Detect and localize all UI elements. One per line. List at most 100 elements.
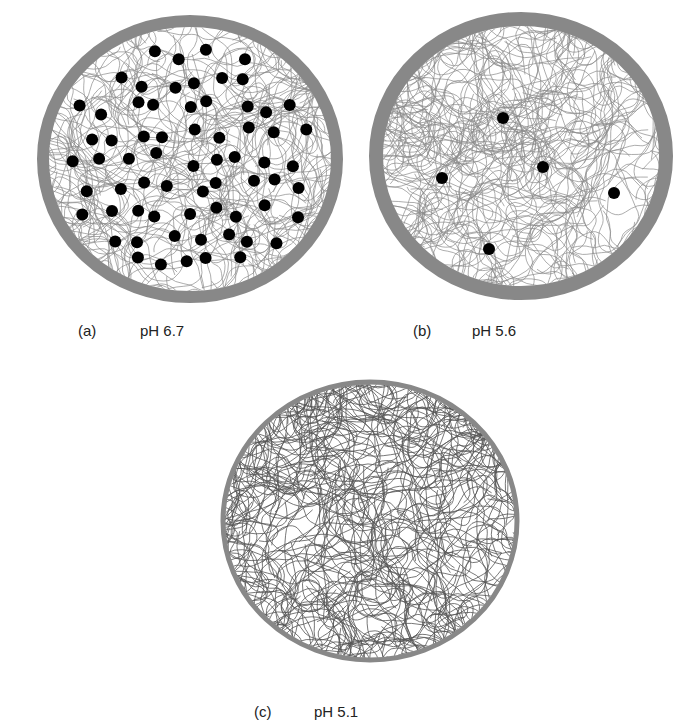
casein-strand: [365, 387, 476, 478]
calcium-phosphate-dot: [156, 131, 168, 143]
casein-strand: [353, 579, 435, 659]
calcium-phosphate-dot: [184, 208, 196, 220]
calcium-phosphate-dot: [241, 236, 253, 248]
casein-strand: [392, 23, 555, 143]
calcium-phosphate-dot: [258, 156, 270, 168]
casein-strand: [305, 487, 515, 582]
calcium-phosphate-dot: [200, 252, 212, 264]
casein-strand: [79, 194, 307, 254]
casein-strand: [485, 454, 527, 606]
casein-strand: [502, 211, 587, 281]
calcium-phosphate-dot: [181, 255, 193, 267]
calcium-phosphate-dot: [150, 147, 162, 159]
casein-strand: [157, 111, 318, 245]
casein-strand: [272, 526, 472, 642]
casein-network: [33, 11, 347, 303]
casein-strand: [37, 104, 206, 206]
calcium-phosphate-dot: [211, 154, 223, 166]
casein-strand: [360, 404, 492, 615]
calcium-phosphate-dot: [269, 174, 281, 186]
calcium-phosphate-dot: [229, 151, 241, 163]
panel-letter: (b): [413, 322, 431, 340]
casein-strand: [476, 184, 602, 273]
calcium-phosphate-dot: [86, 134, 98, 146]
calcium-phosphate-dot: [189, 124, 201, 136]
calcium-phosphate-dot: [237, 73, 249, 85]
ph-label: pH 5.6: [472, 322, 516, 340]
calcium-phosphate-dot: [234, 251, 246, 263]
casein-strand: [76, 97, 130, 261]
casein-strand: [426, 537, 501, 654]
casein-strand: [142, 201, 246, 298]
casein-strand: [376, 97, 603, 189]
calcium-phosphate-dot: [155, 258, 167, 270]
calcium-phosphate-dot: [147, 99, 159, 111]
casein-strand: [235, 386, 398, 506]
calcium-phosphate-dot: [537, 161, 549, 173]
casein-strand: [256, 416, 350, 491]
casein-strand: [41, 118, 230, 224]
calcium-phosphate-dot: [67, 155, 79, 167]
calcium-phosphate-dot: [197, 185, 209, 197]
calcium-phosphate-dot: [148, 210, 160, 222]
casein-network: [207, 365, 527, 668]
casein-strand: [194, 108, 346, 192]
calcium-phosphate-dot: [242, 100, 254, 112]
calcium-phosphate-dot: [608, 187, 620, 199]
casein-strand: [471, 113, 557, 256]
casein-strand: [263, 376, 394, 563]
calcium-phosphate-dot: [293, 182, 305, 194]
calcium-phosphate-dot: [287, 160, 299, 172]
casein-strand: [65, 63, 233, 210]
calcium-phosphate-dots: [436, 112, 620, 255]
calcium-phosphate-dot: [116, 72, 128, 84]
casein-strand: [335, 494, 411, 665]
calcium-phosphate-dot: [109, 235, 121, 247]
calcium-phosphate-dot: [169, 230, 181, 242]
calcium-phosphate-dot: [271, 237, 283, 249]
casein-strand: [447, 155, 562, 283]
calcium-phosphate-dot: [106, 134, 118, 146]
calcium-phosphate-dot: [115, 183, 127, 195]
calcium-phosphate-dot: [132, 251, 144, 263]
calcium-phosphate-dot: [300, 123, 312, 135]
casein-strand: [414, 391, 521, 508]
casein-strand: [376, 28, 573, 182]
casein-strand: [521, 24, 622, 106]
casein-strand: [228, 460, 441, 519]
casein-strand: [145, 154, 324, 242]
casein-strand: [475, 426, 527, 554]
calcium-phosphate-dot: [76, 209, 88, 221]
calcium-phosphate-dot: [436, 172, 448, 184]
casein-strand: [233, 111, 308, 250]
casein-strand: [580, 58, 639, 210]
calcium-phosphate-dot: [239, 53, 251, 65]
casein-strand: [338, 514, 519, 599]
calcium-phosphate-dot: [200, 95, 212, 107]
panel-letter: (a): [78, 322, 96, 340]
calcium-phosphate-dot: [210, 202, 222, 214]
calcium-phosphate-dot: [138, 176, 150, 188]
calcium-phosphate-dot: [187, 160, 199, 172]
casein-strand: [376, 426, 497, 560]
calcium-phosphate-dot: [195, 234, 207, 246]
casein-strand: [477, 17, 573, 119]
calcium-phosphate-dot: [216, 72, 228, 84]
calcium-phosphate-dot: [95, 109, 107, 121]
casein-strand: [278, 499, 472, 578]
casein-strand: [51, 168, 137, 261]
casein-strand: [45, 104, 201, 186]
calcium-phosphate-dots: [67, 44, 313, 271]
calcium-phosphate-dot: [170, 82, 182, 94]
casein-strand: [243, 394, 420, 536]
calcium-phosphate-dot: [149, 45, 161, 57]
calcium-phosphate-dot: [213, 132, 225, 144]
calcium-phosphate-dot: [81, 185, 93, 197]
calcium-phosphate-dot: [248, 175, 260, 187]
casein-strand: [359, 384, 467, 453]
micelle-outline: [376, 19, 666, 293]
casein-strand: [104, 179, 215, 282]
calcium-phosphate-dot: [106, 205, 118, 217]
calcium-phosphate-dot: [230, 211, 242, 223]
